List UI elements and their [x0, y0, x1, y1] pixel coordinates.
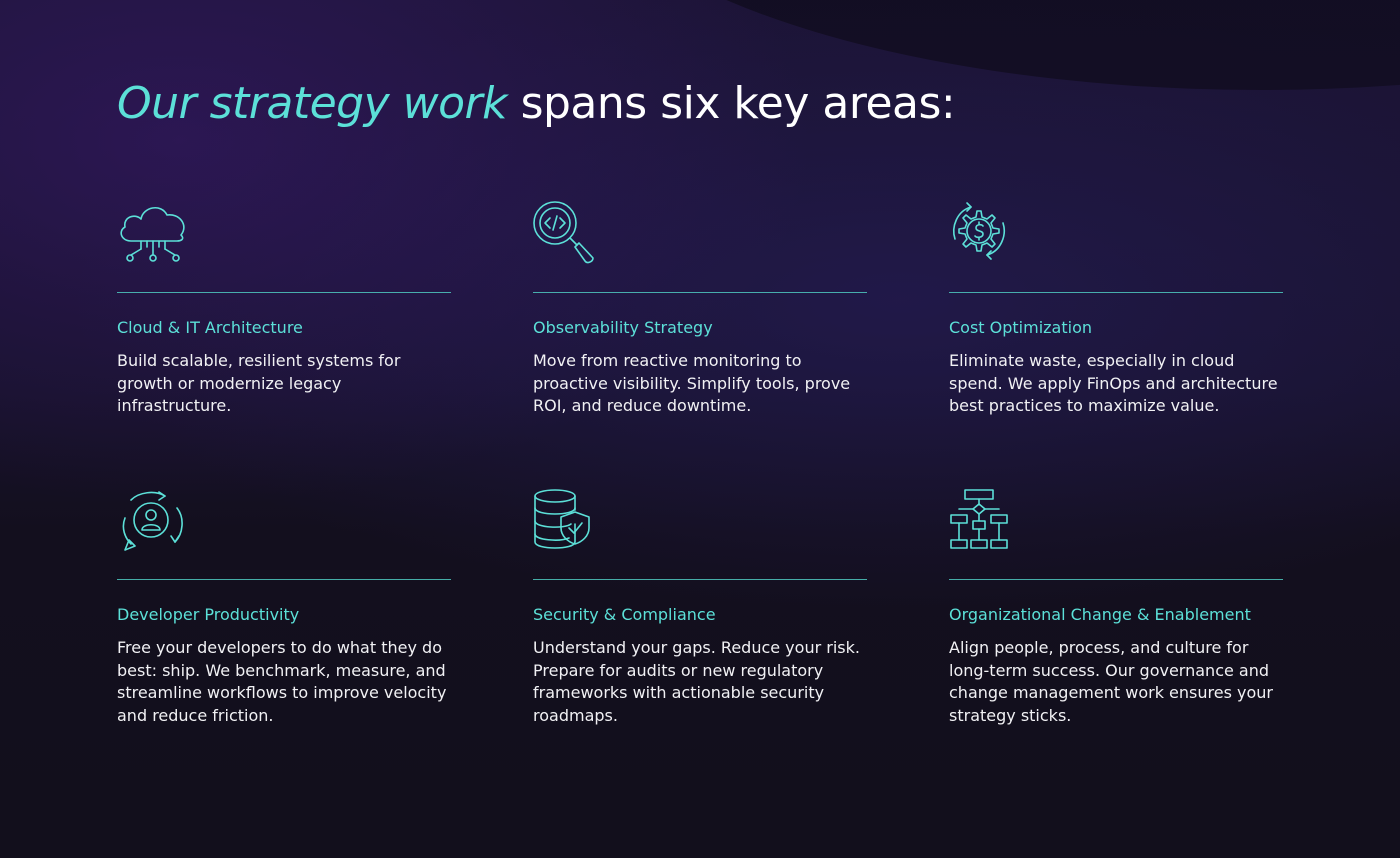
card-title: Cost Optimization	[949, 318, 1093, 337]
card-divider	[117, 292, 451, 293]
card-title: Security & Compliance	[533, 605, 716, 624]
card-title: Observability Strategy	[533, 318, 713, 337]
card-description: Move from reactive monitoring to proacti…	[533, 351, 851, 415]
card-title: Developer Productivity	[117, 605, 300, 624]
card-title: Organizational Change & Enablement	[949, 605, 1251, 624]
cloud-network-icon	[117, 201, 189, 267]
headline-rest: spans six key areas:	[520, 78, 956, 129]
card-divider	[949, 579, 1283, 580]
dollar-gear-icon	[949, 201, 1021, 267]
code-search-icon	[533, 201, 605, 267]
card-divider	[117, 579, 451, 580]
card-description: Eliminate waste, especially in cloud spe…	[949, 351, 1278, 415]
headline-accent: Our strategy work	[117, 78, 508, 129]
database-shield-icon	[533, 488, 605, 554]
card-description: Understand your gaps. Reduce your risk. …	[533, 638, 860, 725]
card-description: Build scalable, resilient systems for gr…	[117, 351, 401, 415]
card-title: Cloud & IT Architecture	[117, 318, 303, 337]
card-divider	[533, 292, 867, 293]
card-description: Free your developers to do what they do …	[117, 638, 447, 725]
flowchart-icon	[949, 488, 1021, 554]
developer-cycle-icon	[117, 488, 189, 554]
card-divider	[533, 579, 867, 580]
background-wave	[560, 0, 1400, 90]
page-headline: Our strategy work spans six key areas:	[117, 78, 956, 129]
card-description: Align people, process, and culture for l…	[949, 638, 1273, 725]
card-divider	[949, 292, 1283, 293]
